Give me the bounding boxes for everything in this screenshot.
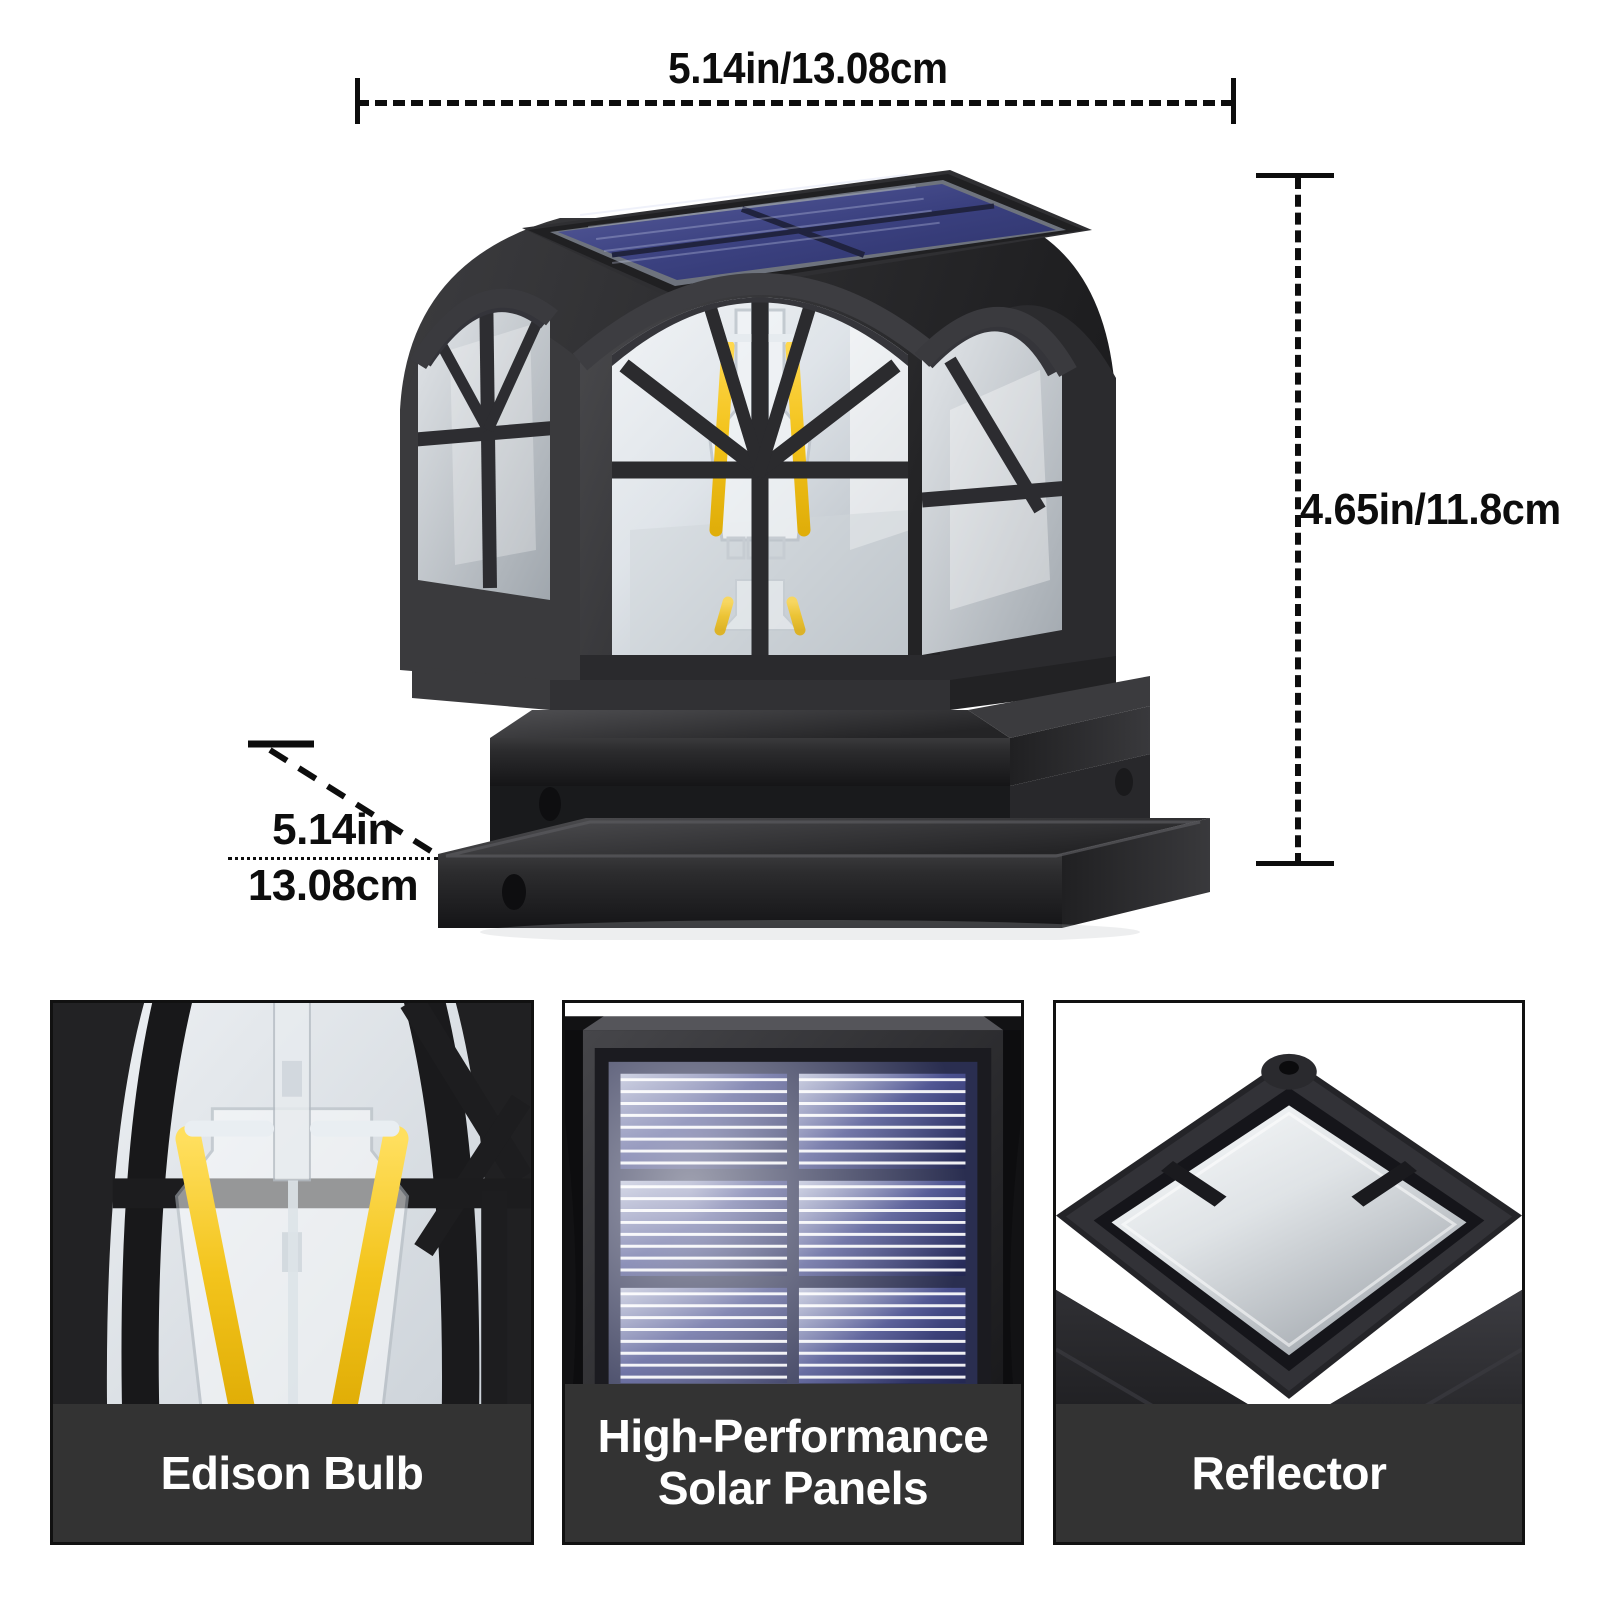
lantern-collar bbox=[550, 680, 950, 710]
screw-hole-upper bbox=[539, 787, 561, 821]
base-tier1-side bbox=[1010, 706, 1150, 786]
panel-caption-edison-bulb: Edison Bulb bbox=[53, 1404, 531, 1542]
front-window bbox=[612, 297, 908, 655]
screw-hole-lower bbox=[502, 874, 526, 910]
height-dimension-label: 4.65in/11.8cm bbox=[1300, 485, 1561, 534]
base-tier1-top bbox=[490, 710, 1010, 738]
panel-caption-solar-panels: High-Performance Solar Panels bbox=[565, 1384, 1021, 1542]
depth-centimeters: 13.08cm bbox=[247, 861, 419, 910]
product-shadow bbox=[480, 920, 1140, 940]
feature-panel-edison-bulb: Edison Bulb bbox=[50, 1000, 534, 1545]
left-window bbox=[418, 296, 550, 600]
height-dimension-cap-bottom bbox=[1256, 861, 1334, 866]
caption-line-1: High-Performance bbox=[597, 1410, 989, 1463]
width-dimension-cap-left bbox=[355, 78, 360, 124]
height-dimension-cap-top bbox=[1256, 173, 1334, 178]
front-arch-rim bbox=[572, 273, 948, 371]
filament-left bbox=[175, 1125, 256, 1423]
height-dimension-line bbox=[1295, 177, 1301, 865]
feature-panel-solar-panels: High-Performance Solar Panels bbox=[562, 1000, 1024, 1545]
depth-dimension-label: 5.14in 13.08cm bbox=[228, 805, 438, 911]
base-plate-top bbox=[438, 818, 1210, 854]
base-plate-front bbox=[438, 854, 1062, 928]
depth-inches: 5.14in bbox=[272, 805, 394, 854]
base-tier1-front bbox=[490, 738, 1010, 786]
roof-solar-panel bbox=[550, 173, 1066, 286]
screw-hole-side bbox=[1115, 768, 1133, 796]
front-mullions bbox=[612, 297, 908, 655]
caption-line-1: Reflector bbox=[1191, 1447, 1387, 1499]
width-dimension-line bbox=[357, 100, 1233, 106]
width-dimension-label: 5.14in/13.08cm bbox=[668, 44, 948, 93]
width-dimension-cap-right bbox=[1231, 78, 1236, 124]
reflector-mirror bbox=[1111, 1105, 1467, 1356]
product-hero-image bbox=[250, 110, 1310, 940]
depth-divider bbox=[228, 857, 438, 860]
caption-line-1: Edison Bulb bbox=[160, 1447, 424, 1499]
panel-caption-reflector: Reflector bbox=[1056, 1404, 1522, 1542]
reflector-corner-boss bbox=[1261, 1053, 1317, 1090]
filament-right bbox=[330, 1125, 409, 1423]
feature-panel-reflector: Reflector bbox=[1053, 1000, 1525, 1545]
caption-line-2: Solar Panels bbox=[657, 1462, 929, 1514]
